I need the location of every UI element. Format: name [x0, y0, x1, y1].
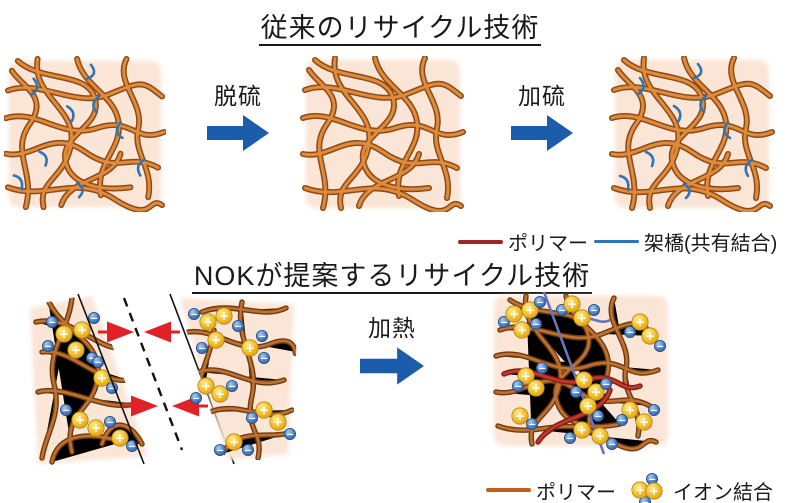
step-vulcanization: 加硫 [496, 83, 588, 152]
polymer-line-swatch [458, 239, 503, 244]
step-label: 脱硫 [214, 83, 262, 109]
step-desulfurization: 脱硫 [192, 83, 284, 152]
legend-polymer-label: ポリマー [536, 481, 616, 503]
legend-crosslink-label: 架橋(共有結合) [644, 233, 778, 255]
healed-joint-line [542, 291, 606, 455]
ionic-bond-icon [631, 472, 663, 503]
right-arrow-icon [360, 347, 424, 385]
legend-bottom: ポリマー イオン結合 [486, 471, 779, 503]
top-section-title: 従来のリサイクル技術 [0, 6, 800, 46]
right-arrow-icon [207, 115, 269, 152]
right-arrow-icon [511, 115, 573, 152]
legend-ionic-bond-label: イオン結合 [673, 481, 773, 503]
legend-top: ポリマー 架橋(共有結合) [458, 227, 783, 256]
step-heating: 加熱 [336, 315, 448, 385]
panel-vulcanized-rubber [4, 56, 166, 212]
panel-rebonded-rubber [480, 291, 668, 455]
panel-cut-pieces [30, 293, 312, 470]
crosslink-line-swatch [594, 240, 639, 243]
panel-revulcanized-rubber [606, 56, 778, 212]
step-label: 加硫 [518, 83, 566, 109]
press-arrows [98, 321, 208, 417]
polymer-line-swatch [486, 488, 531, 492]
bottom-section-title: NOKが提案するリサイクル技術 [0, 254, 792, 294]
step-label: 加熱 [368, 315, 416, 341]
legend-polymer-label: ポリマー [508, 233, 588, 255]
joining-plane-dashed-line [122, 297, 184, 451]
panel-desulfurized-rubber [298, 56, 468, 212]
cut-edge-left [77, 293, 145, 465]
